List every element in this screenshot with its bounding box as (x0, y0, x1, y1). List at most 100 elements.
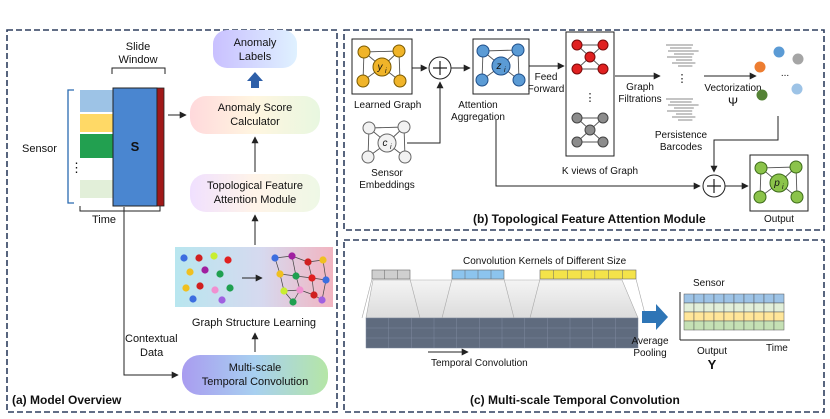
output-cell (733, 311, 745, 322)
output-label: Output (764, 214, 794, 225)
scatter-node (189, 295, 197, 303)
sensor-strip-blue (80, 90, 114, 112)
output-cell (683, 311, 695, 322)
output-cell (723, 302, 735, 313)
panel-a-caption: (a) Model Overview (12, 393, 122, 407)
graph-node (512, 73, 526, 87)
sensor-emb-label-2: Embeddings (359, 180, 415, 191)
kernel-proj-line (503, 278, 515, 319)
arrow-z-to-plus2 (495, 120, 701, 190)
scatter-node (224, 256, 232, 264)
output-cell (763, 320, 775, 331)
output-cell (683, 320, 695, 331)
connected-graph (271, 252, 330, 306)
attention-label-2: Aggregation (451, 112, 505, 123)
output-cell (713, 293, 725, 304)
output-cell (743, 320, 755, 331)
graph-node (319, 256, 327, 264)
graph-node (318, 296, 326, 304)
learned-graph-label: Learned Graph (354, 100, 421, 111)
barcode-panel (664, 96, 702, 124)
scatter-node (216, 270, 224, 278)
persistence-label-2: Barcodes (660, 142, 702, 153)
graph-node (288, 252, 296, 260)
anomaly-score-text: Anomaly Score (218, 102, 293, 114)
graph-node (753, 190, 767, 204)
vector-dot (791, 83, 803, 95)
slide-window-bracket (111, 67, 166, 74)
arrow-context-to-multi (123, 207, 179, 379)
contextual-label: Contextual (125, 333, 178, 345)
output-cell (763, 293, 775, 304)
graph-node (754, 161, 768, 175)
graph-node (280, 287, 288, 295)
graph-filt-label: Graph (626, 82, 654, 93)
slab-back-face (365, 279, 639, 319)
anomaly-labels-box (213, 30, 297, 68)
k-views-graphs (571, 39, 609, 148)
output-cell (713, 320, 725, 331)
graph-node (571, 63, 583, 75)
panel-a-border (6, 29, 338, 413)
output-cell (733, 302, 745, 313)
output-cell (713, 302, 725, 313)
graph-node (597, 112, 609, 124)
sensor-ellipsis: ⋮ (70, 160, 83, 175)
topo-module-text: Topological Feature (207, 180, 303, 192)
output-cell (743, 311, 755, 322)
k-views-label: K views of Graph (562, 166, 638, 177)
vector-dot (756, 89, 768, 101)
multiscale-text-2: Temporal Convolution (202, 376, 308, 388)
node-label-sub: i (390, 144, 392, 151)
anomaly-labels-text-2: Labels (239, 51, 272, 63)
output-cell (693, 320, 705, 331)
k-views-dots: ⋮ (585, 92, 596, 104)
s-label: S (131, 139, 140, 154)
sensor-strip-pale (80, 180, 114, 198)
output-cell (683, 293, 695, 304)
graph-node (476, 44, 490, 58)
scatter-node (195, 254, 203, 262)
graph-node (271, 254, 279, 262)
plus-icon-1 (433, 61, 447, 75)
vector-dot (792, 53, 804, 65)
kernel-proj-line (361, 278, 373, 319)
sensor-strip-green (80, 134, 114, 158)
anomaly-labels-text: Anomaly (234, 37, 277, 49)
graph-node (393, 74, 407, 88)
output-cell (703, 302, 715, 313)
kernel-proj-line (529, 278, 541, 319)
time-bracket (79, 206, 161, 212)
scatter-node (226, 284, 234, 292)
output-cell (723, 311, 735, 322)
graph-node (584, 51, 596, 63)
output-cell (763, 311, 775, 322)
node-label: c (383, 138, 388, 149)
graph-node (362, 121, 376, 135)
output-cell (723, 320, 735, 331)
conv-slab (365, 279, 639, 349)
graph-node (377, 133, 397, 153)
attention-label: Attention (458, 100, 497, 111)
time-label-c: Time (766, 343, 788, 354)
graph-node (571, 112, 583, 124)
graph-node (398, 150, 412, 164)
slide-window-label-2: Window (118, 54, 157, 66)
sensor-label: Sensor (22, 143, 57, 155)
vector-dots (754, 46, 804, 101)
output-cell (703, 320, 715, 331)
multiscale-box (182, 355, 328, 395)
output-cell (773, 320, 785, 331)
graph-node (361, 150, 375, 164)
graph-node (308, 274, 316, 282)
output-cell (683, 302, 695, 313)
avg-pooling-label-2: Pooling (633, 348, 666, 359)
scatter-node (201, 266, 209, 274)
kernel-proj-line (409, 278, 421, 319)
graph-node (571, 136, 583, 148)
scattered-nodes (180, 252, 234, 304)
output-cell (693, 293, 705, 304)
